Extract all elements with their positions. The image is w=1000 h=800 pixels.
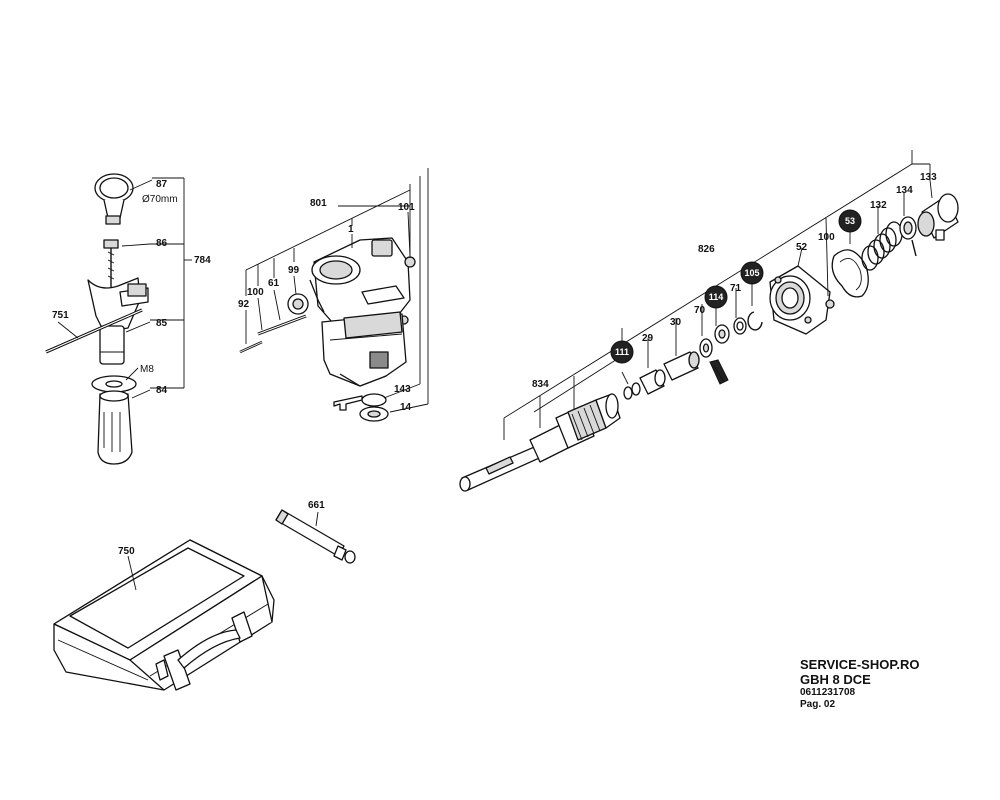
label-134: 134 — [896, 185, 913, 196]
footer-info: SERVICE-SHOP.RO GBH 8 DCE 0611231708 Pag… — [800, 657, 990, 711]
part-99-seal — [287, 293, 309, 315]
label-70mm: Ø70mm — [142, 194, 178, 205]
part-1-housing — [309, 237, 416, 325]
label-52: 52 — [796, 242, 808, 253]
label-661: 661 — [308, 500, 325, 511]
part-86-screw — [103, 239, 119, 292]
part-70-ring — [699, 338, 729, 385]
side-handle-group: 87 Ø70mm 86 784 751 85 M8 84 — [45, 173, 211, 465]
label-61: 61 — [268, 278, 280, 289]
label-92: 92 — [238, 299, 250, 310]
label-751: 751 — [52, 310, 69, 321]
label-86: 86 — [156, 238, 168, 249]
part-29-striker — [639, 369, 666, 395]
part-14-bearing — [359, 393, 389, 422]
label-750: 750 — [118, 546, 135, 557]
label-87: 87 — [156, 179, 168, 190]
label-84: 84 — [156, 385, 168, 396]
part-661-grease-tube: 661 — [275, 500, 356, 564]
label-101: 101 — [398, 202, 415, 213]
model-name: GBH 8 DCE — [800, 672, 871, 687]
part-111-rings — [623, 382, 641, 400]
part-number: 0611231708 — [800, 687, 856, 698]
label-85: 85 — [156, 318, 168, 329]
label-53: 53 — [845, 216, 855, 226]
part-133-cap — [917, 193, 959, 241]
part-84-handle-grip — [97, 390, 133, 465]
callout-111: 111 — [610, 340, 634, 364]
label-30: 30 — [670, 317, 682, 328]
callout-53: 53 — [838, 209, 862, 233]
part-53-gasket — [831, 249, 869, 298]
label-29: 29 — [642, 333, 654, 344]
part-750-carrying-case: 750 — [53, 539, 275, 691]
label-70: 70 — [694, 305, 706, 316]
label-100-left: 100 — [247, 287, 264, 298]
part-114-washer — [714, 324, 730, 344]
part-71-ring — [733, 317, 747, 335]
label-834: 834 — [532, 379, 549, 390]
label-100-right: 100 — [818, 232, 835, 243]
label-133: 133 — [920, 172, 937, 183]
housing-group: 801 1 101 100 61 99 92 143 14 — [238, 168, 429, 422]
part-105-circlip — [747, 311, 763, 331]
label-m8: M8 — [140, 364, 154, 375]
label-826: 826 — [698, 244, 715, 255]
label-132: 132 — [870, 200, 887, 211]
part-87-clamp-band — [94, 173, 134, 225]
part-52-flange — [769, 265, 835, 335]
label-801: 801 — [310, 198, 327, 209]
label-99: 99 — [288, 265, 300, 276]
part-92-small-pin — [239, 340, 263, 354]
spindle-group: 111 114 105 53 834 826 29 30 70 71 52 10… — [459, 150, 959, 492]
part-132-spring — [861, 221, 903, 271]
page-number: Pag. 02 — [800, 699, 836, 710]
label-114: 114 — [709, 292, 724, 302]
label-105: 105 — [744, 268, 759, 278]
part-100-pin — [257, 314, 307, 336]
part-834-spindle — [459, 393, 621, 492]
part-134-ring — [899, 216, 917, 257]
label-71: 71 — [730, 283, 742, 294]
label-14: 14 — [400, 402, 412, 413]
part-m8-washer — [91, 375, 137, 393]
callout-105: 105 — [740, 261, 764, 285]
part-751-depth-rod — [45, 308, 143, 354]
part-30-piston — [663, 351, 700, 381]
side-handle-leaders — [57, 177, 192, 399]
label-784: 784 — [194, 255, 211, 266]
part-143-key — [333, 395, 363, 411]
part-85-holder — [87, 277, 149, 365]
part-1-gear-box — [321, 311, 407, 387]
callout-114: 114 — [704, 285, 728, 309]
housing-leaders — [245, 168, 429, 413]
label-1: 1 — [348, 224, 354, 235]
label-143: 143 — [394, 384, 411, 395]
site-name: SERVICE-SHOP.RO — [800, 657, 920, 672]
label-111: 111 — [615, 347, 629, 357]
